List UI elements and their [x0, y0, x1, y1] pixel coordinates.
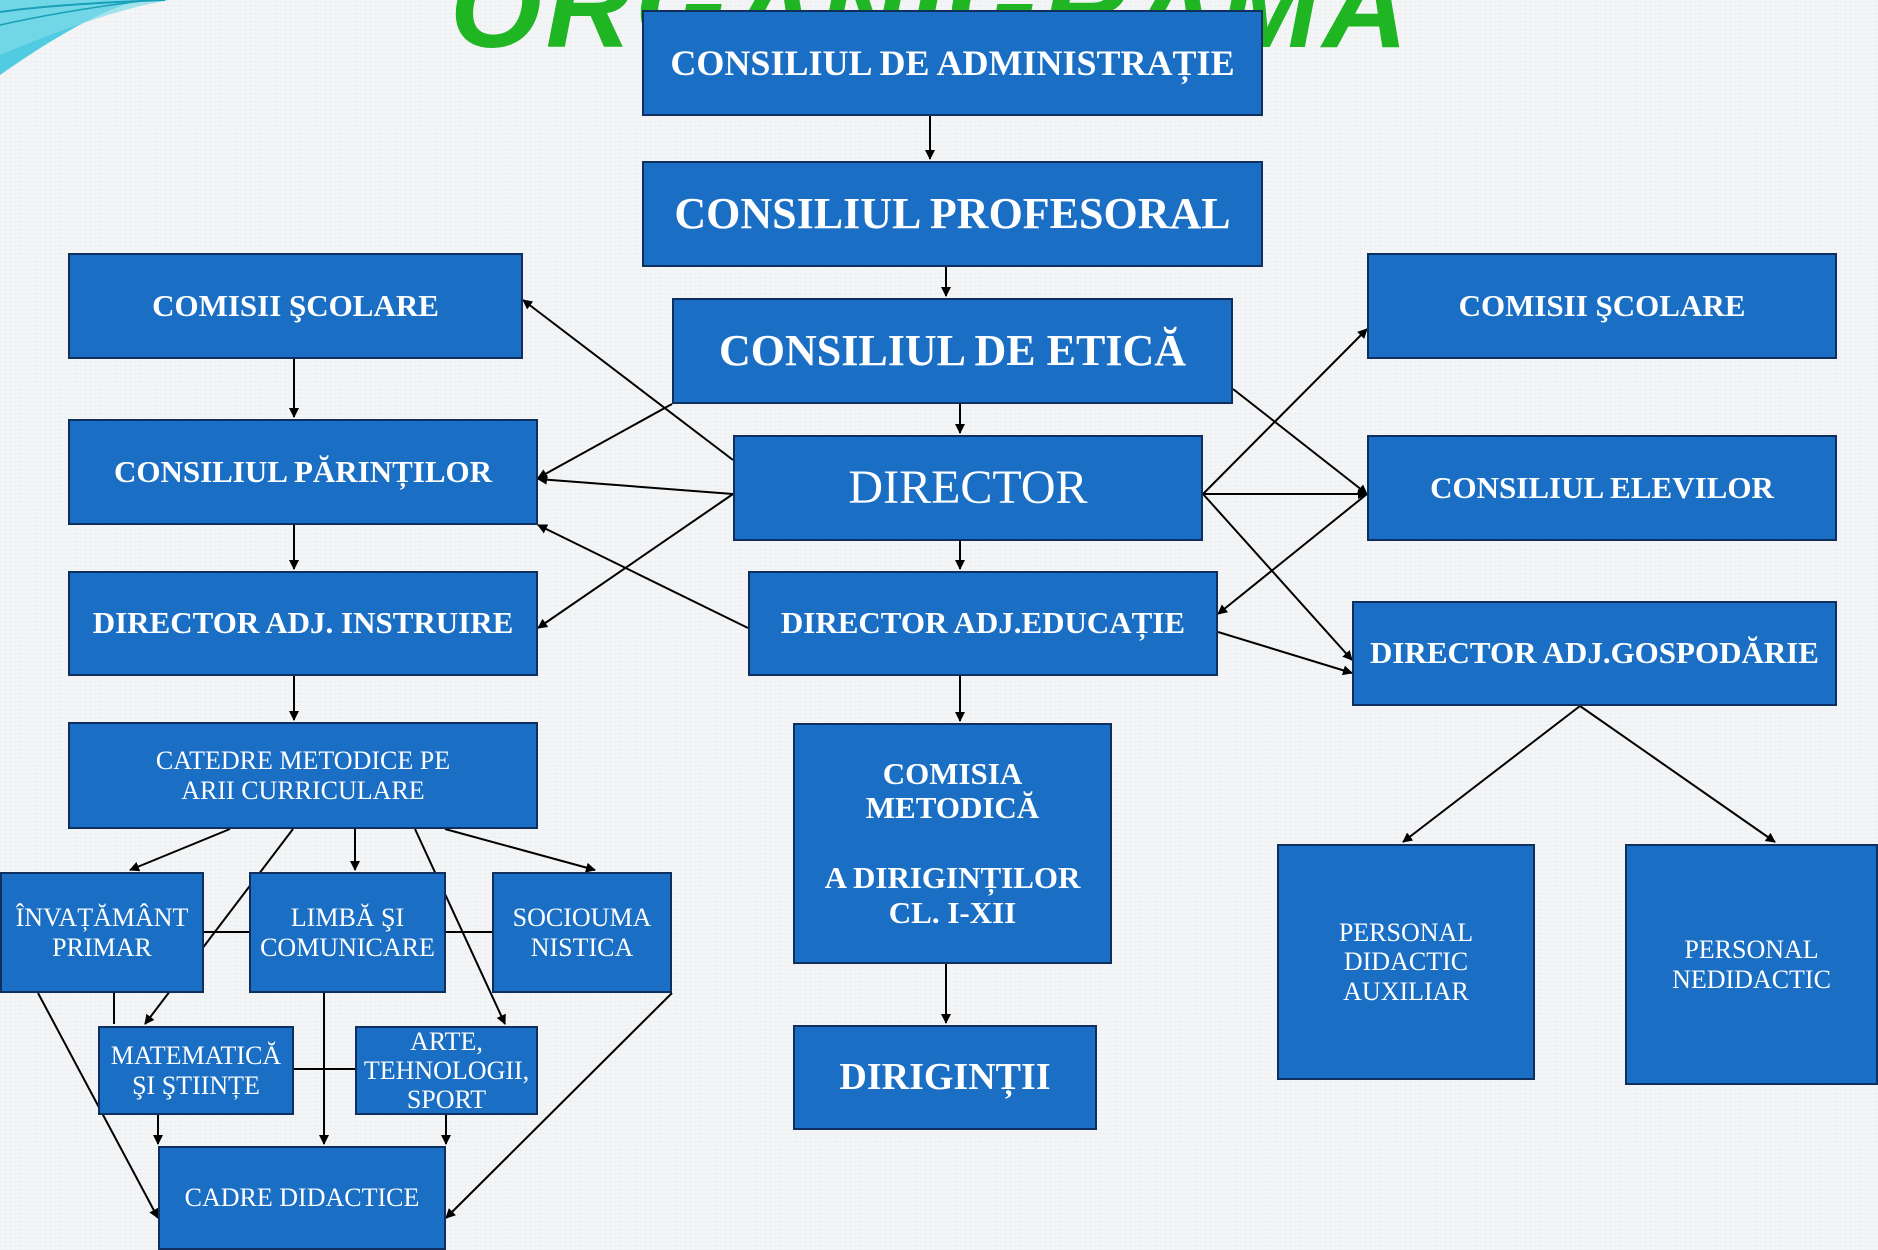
edge-catedre-arte [414, 828, 506, 1025]
edge-catedre-socio [444, 828, 596, 873]
node-consiliul-elevilor: CONSILIUL ELEVILOR [1367, 435, 1837, 541]
node-director: DIRECTOR [733, 435, 1203, 541]
edge-gospodarie-auxiliar [1402, 705, 1581, 843]
decorative-swoosh [0, 0, 170, 75]
node-limba-comunicare: LIMBĂ ŞI COMUNICARE [249, 872, 446, 993]
edge-etica-elevilor [1232, 388, 1368, 495]
node-matematica-stiinte: MATEMATICĂ ŞI ŞTIINȚE [98, 1026, 294, 1115]
node-comisii-scolare-left: COMISII ŞCOLARE [68, 253, 523, 359]
edge-elevilor-educatie [1217, 493, 1368, 615]
node-socioumanistica: SOCIOUMA NISTICA [492, 872, 672, 993]
edge-gospodarie-nedidactic [1579, 705, 1776, 843]
node-personal-didactic-auxiliar: PERSONAL DIDACTIC AUXILIAR [1277, 844, 1535, 1080]
edge-director-gospodarie [1202, 493, 1353, 661]
node-consiliul-parintilor: CONSILIUL PĂRINȚILOR [68, 419, 538, 525]
edge-director-parinti [537, 474, 734, 495]
node-invatamant-primar: ÎNVAȚĂMÂNT PRIMAR [0, 872, 204, 993]
edge-catedre-primar [129, 828, 231, 872]
edge-director-comisii-left [522, 299, 734, 461]
node-comisia-metodica-diriginti: COMISIA METODICĂ A DIRIGINȚILOR CL. I-XI… [793, 723, 1112, 964]
node-diriginti: DIRIGINȚII [793, 1025, 1097, 1130]
node-personal-nedidactic: PERSONAL NEDIDACTIC [1625, 844, 1878, 1085]
node-director-adj-educatie: DIRECTOR ADJ.EDUCAȚIE [748, 571, 1218, 676]
node-arte-tehnologii-sport: ARTE, TEHNOLOGII, SPORT [355, 1026, 538, 1115]
node-consiliul-etica: CONSILIUL DE ETICĂ [672, 298, 1233, 404]
edge-educatie-gospodarie [1217, 631, 1353, 676]
edge-director-instruire [537, 493, 734, 629]
edge-educatie-parinti [537, 524, 749, 629]
edge-etica-parinti [537, 403, 673, 479]
edge-director-comisii-right [1202, 328, 1368, 495]
node-director-adj-gospodarie: DIRECTOR ADJ.GOSPODĂRIE [1352, 601, 1837, 706]
node-comisii-scolare-right: COMISII ŞCOLARE [1367, 253, 1837, 359]
node-catedre-metodice: CATEDRE METODICE PE ARII CURRICULARE [68, 722, 538, 829]
edge-socio-cadre [445, 992, 673, 1219]
node-cadre-didactice: CADRE DIDACTICE [158, 1146, 446, 1250]
node-director-adj-instruire: DIRECTOR ADJ. INSTRUIRE [68, 571, 538, 676]
node-consiliul-profesoral: CONSILIUL PROFESORAL [642, 161, 1263, 267]
node-consiliul-administratie: CONSILIUL DE ADMINISTRAȚIE [642, 10, 1263, 116]
